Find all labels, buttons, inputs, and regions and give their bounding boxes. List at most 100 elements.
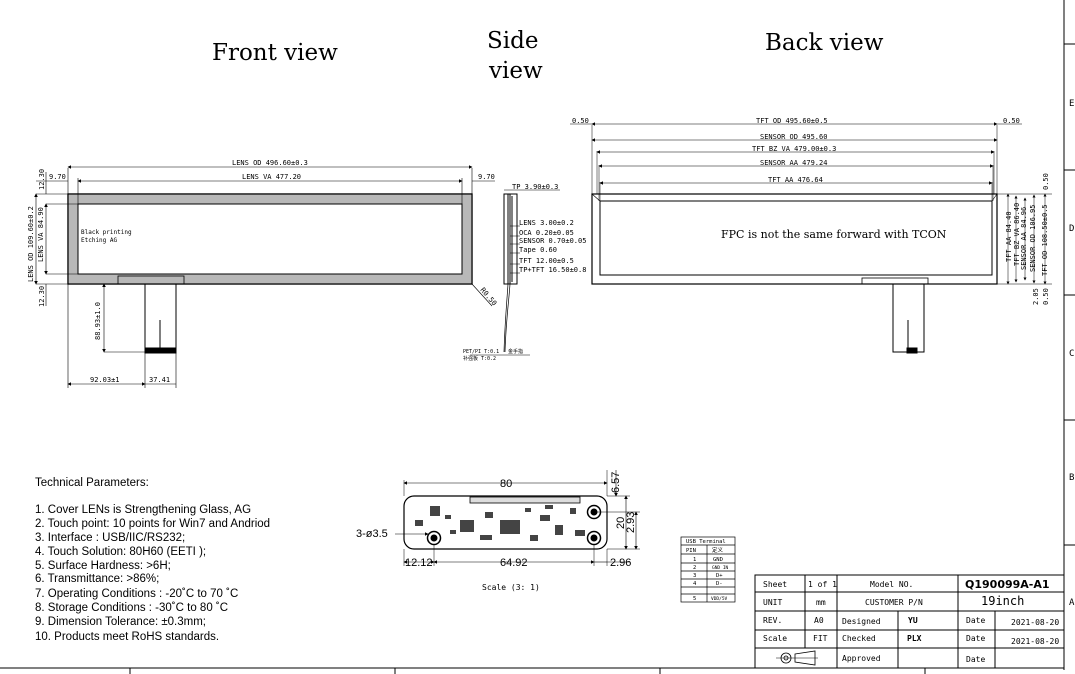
side-view — [470, 189, 560, 356]
checked-label: Checked — [842, 634, 876, 643]
date-label-2: Date — [966, 634, 985, 643]
controller-pcb — [395, 470, 640, 566]
pcb-height-dim: 20 — [615, 517, 627, 529]
usb-pin: 5 — [693, 596, 696, 602]
border-zone-labels: E D C B A — [1069, 99, 1075, 608]
pcb-top-offset-dim: 6.57 — [610, 472, 622, 493]
rev-value: A0 — [814, 616, 824, 625]
back-right-margin-dim: 0.50 — [1003, 117, 1020, 125]
sheet-value: 1 of 1 — [808, 580, 837, 589]
usb-col-pin: PIN — [686, 548, 696, 554]
designed-value: YU — [908, 616, 918, 625]
black-printing-note: Black printing — [81, 229, 132, 236]
technical-parameters: Technical Parameters: 1. Cover LENs is S… — [35, 477, 270, 643]
front-view-labels: LENS OD 496.60±0.3 LENS VA 477.20 9.70 9… — [27, 159, 498, 384]
side-view-title-line2: view — [488, 58, 543, 84]
side-tp-tft-dim: TP+TFT 16.50±0.8 — [519, 266, 586, 274]
back-view-title: Back view — [765, 30, 884, 56]
front-lens-od-dim: LENS OD 496.60±0.3 — [232, 159, 308, 167]
customer-value: 19inch — [981, 594, 1024, 608]
etching-ag-note: Etching AG — [81, 237, 118, 244]
designed-label: Designed — [842, 617, 881, 626]
front-right-margin-dim: 9.70 — [478, 173, 495, 181]
back-sensor-aa-height-dim: SENSOR AA 84.96 — [1020, 207, 1028, 270]
side-tp-dim: TP 3.90±0.3 — [512, 183, 558, 191]
zone-mark-d: D — [1069, 224, 1074, 234]
unit-label: UNIT — [763, 598, 782, 607]
side-note-gold-finger: 金手指 — [508, 348, 523, 355]
back-sensor-od-dim: SENSOR OD 495.60 — [760, 133, 827, 141]
usb-pin: 3 — [693, 573, 696, 579]
back-bottom-offset-a-dim: 2.05 — [1032, 288, 1040, 305]
back-sensor-aa-dim: SENSOR AA 479.24 — [760, 159, 827, 167]
param-item: 8. Storage Conditions : -30˚C to 80 ˚C — [35, 602, 228, 614]
side-sensor-dim: SENSOR 0.70±0.05 — [519, 237, 586, 245]
pcb-right-offset-dim: 2.96 — [610, 557, 631, 569]
back-tft-aa-dim: TFT AA 476.64 — [768, 176, 823, 184]
side-tape-dim: Tape 0.60 — [519, 246, 557, 254]
side-lens-dim: LENS 3.00±0.2 — [519, 219, 574, 227]
front-bottom-height-dim: 12.30 — [38, 286, 46, 307]
param-item: 1. Cover LENs is Strengthening Glass, AG — [35, 504, 251, 516]
zone-mark-e: E — [1069, 99, 1074, 109]
sheet-label: Sheet — [763, 580, 787, 589]
usb-pin: 4 — [693, 581, 697, 587]
usb-def: D+ — [716, 573, 723, 579]
back-sensor-od-height-dim: SENSOR OD 106.95 — [1029, 205, 1037, 272]
back-tft-bz-height-dim: TFT BZ VA 86.40 — [1013, 203, 1021, 266]
side-tft-dim: TFT 12.00±0.5 — [519, 257, 574, 265]
usb-pin: 2 — [693, 565, 696, 571]
side-view-labels: TP 3.90±0.3 LENS 3.00±0.2 OCA 0.20±0.05 … — [463, 183, 586, 362]
unit-value: mm — [816, 598, 826, 607]
param-item: 4. Touch Solution: 80H60 (EETI ); — [35, 546, 206, 558]
date-value-1: 2021-08-20 — [1011, 618, 1059, 627]
params-heading: Technical Parameters: — [35, 477, 149, 489]
side-oca-dim: OCA 0.20±0.05 — [519, 229, 574, 237]
usb-table-title: USB Terminal — [686, 539, 726, 545]
back-tft-aa-height-dim: TFT AA 84.40 — [1005, 211, 1013, 262]
side-view-title-line1: Side — [487, 28, 538, 54]
fpc-offset-dim: 92.03±1 — [90, 376, 120, 384]
fpc-direction-note: FPC is not the same forward with TCON — [721, 228, 947, 241]
pcb-scale-note: Scale (3: 1) — [482, 583, 540, 592]
date-label-1: Date — [966, 616, 985, 625]
back-left-margin-dim: 0.50 — [572, 117, 589, 125]
front-lens-va-height-dim: LENS VA 84.90 — [37, 207, 45, 262]
param-item: 5. Surface Hardness: >6H; — [35, 560, 171, 572]
scale-label: Scale — [763, 634, 787, 643]
scale-value: FIT — [813, 634, 828, 643]
usb-def: D- — [716, 581, 723, 587]
usb-def: VDD/5V — [711, 596, 728, 602]
front-view — [34, 165, 495, 388]
param-item: 7. Operating Conditions : -20˚C to 70 ˚C — [35, 588, 238, 600]
usb-terminal-table — [680, 536, 736, 603]
rev-label: REV. — [763, 616, 782, 625]
back-tft-od-dim: TFT OD 495.60±0.5 — [756, 117, 828, 125]
corner-radius-dim: R0.50 — [478, 286, 498, 307]
pcb-holes-dim: 3-ø3.5 — [356, 528, 388, 540]
side-note-pet: PET/PI T:0.1 — [463, 349, 499, 355]
param-item: 2. Touch point: 10 points for Win7 and A… — [35, 518, 270, 530]
usb-def: GND IN — [712, 565, 729, 571]
param-item: 3. Interface : USB/IIC/RS232; — [35, 532, 185, 544]
front-view-title: Front view — [212, 40, 338, 66]
fpc-length-dim: 88.93±1.0 — [94, 302, 102, 340]
side-note-stiffener: 补强板 T:0.2 — [463, 355, 496, 362]
pcb-hole-span-dim: 64.92 — [500, 557, 528, 569]
back-view — [570, 122, 1052, 354]
zone-mark-b: B — [1069, 473, 1074, 483]
title-block — [754, 574, 1065, 669]
zone-mark-a: A — [1069, 598, 1075, 608]
customer-label: CUSTOMER P/N — [865, 598, 923, 607]
model-value: Q190099A-A1 — [965, 578, 1050, 591]
param-item: 9. Dimension Tolerance: ±0.3mm; — [35, 616, 206, 628]
pcb-width-dim: 80 — [500, 478, 512, 490]
zone-mark-c: C — [1069, 349, 1074, 359]
usb-pin: 1 — [693, 557, 696, 563]
date-value-2: 2021-08-20 — [1011, 637, 1059, 646]
model-label: Model NO. — [870, 580, 913, 589]
title-block-labels: Sheet 1 of 1 Model NO. Q190099A-A1 UNIT … — [763, 578, 1059, 664]
back-top-offset-dim: 0.50 — [1042, 173, 1050, 190]
back-bottom-offset-b-dim: 0.50 — [1042, 288, 1050, 305]
